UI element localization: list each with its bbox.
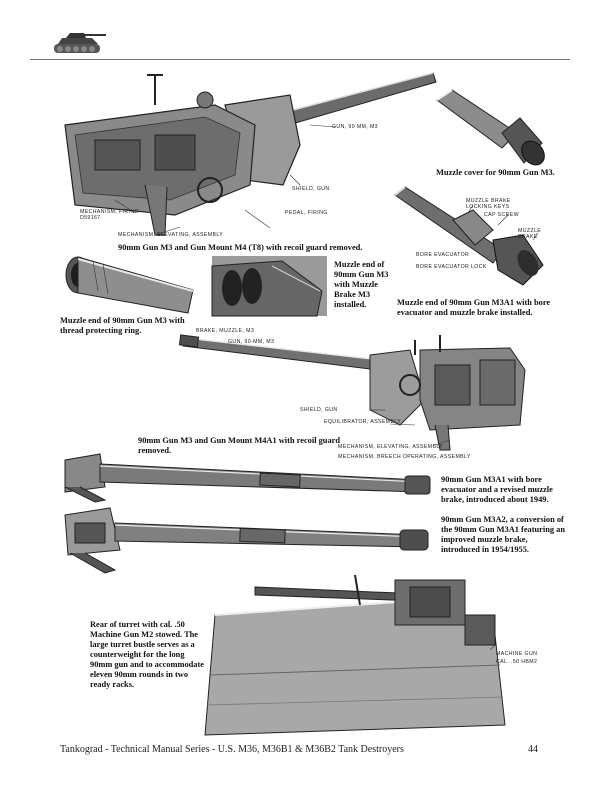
label-equilibrator: EQUILIBRATOR, ASSEMBLY	[324, 419, 402, 425]
label-machine-gun-line2: CAL. .50 HBM2	[496, 659, 538, 665]
caption-muzzle-brake-m3: Muzzle end of 90mm Gun M3 with Muzzle Br…	[334, 260, 389, 309]
gun-mount-m4-figure	[64, 72, 437, 236]
muzzle-brake-m3-figure	[211, 256, 327, 317]
caption-gun-m3a2: 90mm Gun M3A2, a conversion of the 90mm …	[441, 515, 565, 554]
gun-mount-m4a1-figure	[178, 334, 526, 451]
label-mechanism-elevating-1: MECHANISM, ELEVATING, ASSEMBLY	[118, 232, 224, 238]
header-tank-logo	[54, 33, 106, 53]
caption-muzzle-m3a1: Muzzle end of 90mm Gun M3A1 with bore ev…	[397, 298, 551, 317]
label-bore-evacuator-lock: BORE EVACUATOR LOCK	[416, 264, 487, 270]
caption-gun-mount-m4a1: 90mm Gun M3 and Gun Mount M4A1 with reco…	[138, 436, 341, 455]
caption-muzzle-cover: Muzzle cover for 90mm Gun M3.	[436, 168, 555, 177]
gun-m3a2-figure	[64, 507, 429, 574]
label-gun-90mm-m3: GUN, 90 MM, M3	[332, 124, 378, 130]
page-number: 44	[528, 744, 538, 755]
turret-rear-figure	[204, 574, 506, 736]
footer-series-title: Tankograd - Technical Manual Series - U.…	[60, 744, 404, 755]
caption-turret-rear: Rear of turret with cal. .50 Machine Gun…	[90, 620, 204, 689]
label-mechanism-breech: MECHANISM, BREECH OPERATING, ASSEMBLY	[338, 454, 471, 460]
label-muzzle-brake: MUZZLE BRAKE	[518, 228, 542, 240]
caption-gun-mount-m4: 90mm Gun M3 and Gun Mount M4 (T8) with r…	[118, 243, 363, 252]
muzzle-thread-ring-figure	[65, 256, 194, 314]
label-mechanism-firing: MECHANISM, FIRING - D59167	[80, 209, 143, 221]
label-cap-screw: CAP SCREW	[484, 212, 519, 218]
label-gun-90mm-m3-b: GUN, 90-MM, M3	[228, 339, 275, 345]
gun-m3a1-figure	[64, 453, 431, 503]
label-mechanism-elevating-2: MECHANISM, ELEVATING, ASSEMBLY	[338, 444, 444, 450]
label-muzzle-brake-locking-keys: MUZZLE BRAKE LOCKING KEYS	[466, 198, 511, 210]
label-brake-muzzle-m3: BRAKE, MUZZLE, M3	[196, 328, 255, 334]
muzzle-m3a1-figure	[394, 186, 544, 286]
label-shield-gun: SHIELD, GUN	[292, 186, 330, 192]
label-pedal-firing: PEDAL, FIRING	[285, 210, 328, 216]
muzzle-cover-figure	[436, 89, 545, 166]
caption-gun-m3a1: 90mm Gun M3A1 with bore evacuator and a …	[441, 475, 553, 504]
label-bore-evacuator: BORE EVACUATOR	[416, 252, 470, 258]
caption-muzzle-thread-ring: Muzzle end of 90mm Gun M3 with thread pr…	[60, 316, 185, 335]
header-rule	[30, 59, 570, 60]
label-shield-gun-b: SHIELD, GUN	[300, 407, 338, 413]
label-machine-gun-line1: MACHINE GUN	[496, 651, 538, 657]
